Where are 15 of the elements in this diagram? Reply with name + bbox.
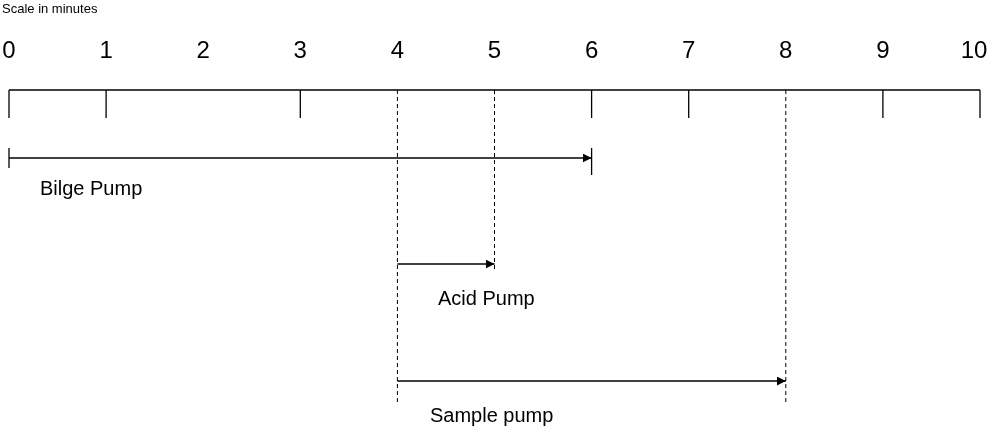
duration-label: Sample pump xyxy=(430,403,554,427)
tick-number: 2 xyxy=(196,36,210,64)
tick-number: 4 xyxy=(390,36,405,64)
tick-number: 3 xyxy=(293,36,307,64)
tick-number: 10 xyxy=(960,36,988,64)
tick-number: 0 xyxy=(2,36,16,64)
tick-number: 8 xyxy=(779,36,793,64)
tick-number: 1 xyxy=(99,36,113,64)
duration-label: Acid Pump xyxy=(438,286,535,310)
duration-label: Bilge Pump xyxy=(40,176,143,200)
tick-number: 6 xyxy=(584,36,599,64)
scale-title: Scale in minutes xyxy=(2,1,98,17)
tick-number: 7 xyxy=(682,36,696,64)
tick-number: 9 xyxy=(876,36,890,64)
tick-number: 5 xyxy=(487,36,502,64)
